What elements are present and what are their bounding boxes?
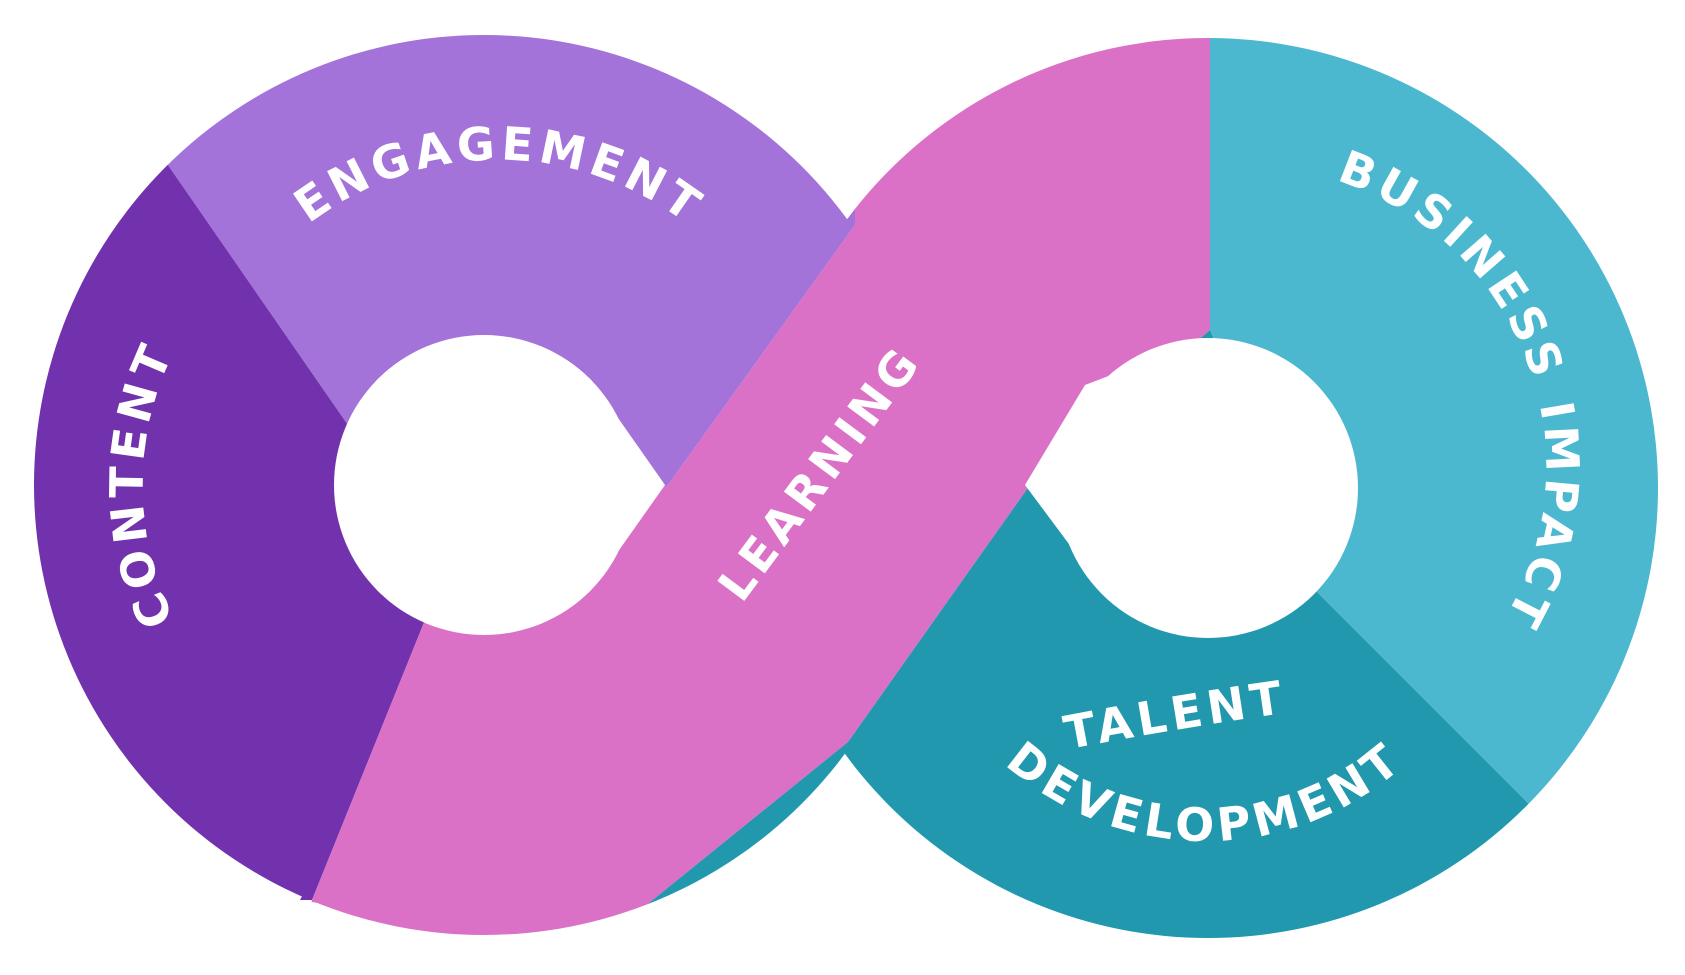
segment-learning [290,0,1210,975]
segment-engagement [168,0,855,620]
segment-content [0,0,425,900]
segment-business-impact [1210,0,1685,975]
segment-talent-development [560,330,1685,975]
